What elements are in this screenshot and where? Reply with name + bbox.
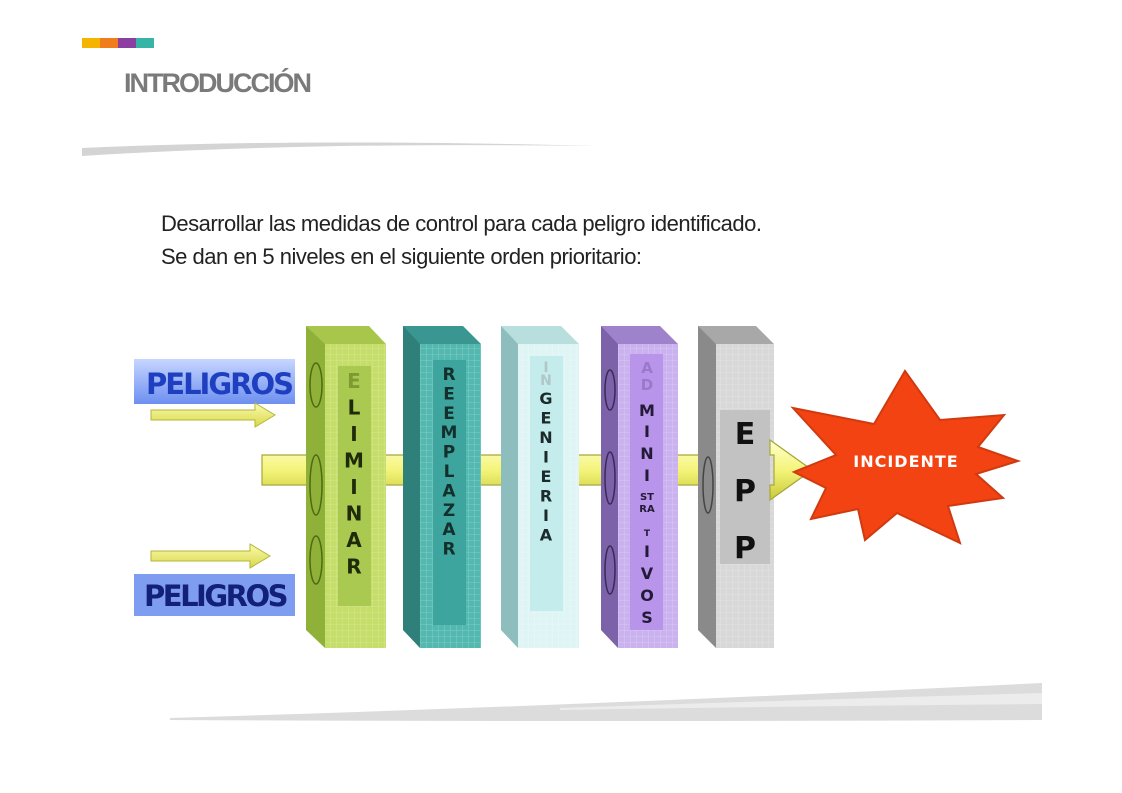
level-letter: P (734, 531, 756, 566)
level-letter: N (640, 444, 653, 463)
level-letter: I (644, 466, 650, 485)
level-letter: N (540, 373, 552, 389)
level-labels: ELIMINARREEMPLAZARINGENIERIAADMINISTRATI… (344, 359, 756, 627)
hazard-label-bottom: PELIGROS (144, 579, 287, 613)
level-letter: RA (639, 504, 655, 515)
level-letter: E (735, 417, 756, 452)
level-letter: I (543, 360, 548, 376)
level-letter: N (346, 502, 363, 526)
level-letter: P (443, 443, 455, 463)
incident-starburst (790, 369, 1022, 545)
level-letter: I (644, 542, 650, 561)
level-ingenieria (501, 326, 579, 648)
brand-swatch-purple (118, 38, 136, 48)
level-letter: I (644, 422, 650, 441)
brand-swatch-teal (136, 38, 154, 48)
level-reemplazar (403, 326, 481, 648)
level-letter: L (348, 396, 361, 420)
body-line-2: Se dan en 5 niveles en el siguiente orde… (161, 244, 642, 269)
hazard-box-bottom (134, 574, 295, 616)
level-letter: A (540, 526, 553, 545)
level-letter: R (346, 555, 361, 579)
level-letter: M (639, 401, 655, 420)
level-letter: T (644, 529, 651, 539)
slide-title: INTRODUCCIÓN (124, 68, 312, 98)
brand-swatch-yellow (82, 38, 100, 48)
level-letter: G (539, 389, 552, 408)
level-letter: ST (640, 492, 654, 503)
level-label-epp: EPP (734, 417, 756, 566)
level-letter: L (444, 462, 455, 482)
level-letter: R (442, 540, 455, 560)
level-administrativos (601, 326, 678, 648)
level-letter: M (441, 423, 458, 443)
level-letter: A (346, 528, 362, 552)
level-epp (698, 326, 774, 648)
level-eliminar (306, 326, 386, 648)
level-letter: S (641, 608, 653, 627)
footer-swoosh-light (560, 693, 1042, 710)
level-letter: R (540, 487, 552, 506)
level-letter: V (641, 564, 654, 583)
level-letter: E (443, 404, 455, 424)
level-letter: E (541, 467, 552, 486)
level-letter: E (347, 369, 361, 393)
main-flow-arrow-tip (769, 438, 814, 502)
level-letter: O (640, 586, 654, 605)
level-letter: P (734, 474, 756, 509)
level-letter: R (442, 365, 455, 385)
hazard-arrow-top (150, 402, 276, 428)
level-letter: I (543, 448, 549, 467)
level-letter: E (541, 409, 552, 428)
level-letter: D (641, 376, 653, 394)
hazard-box-top (134, 359, 295, 404)
level-letter: A (442, 481, 456, 501)
header-swoosh (82, 142, 595, 156)
brand-color-strip (82, 38, 154, 48)
level-letter: Z (443, 501, 455, 521)
level-letter: A (641, 359, 653, 377)
level-letter: N (539, 428, 552, 447)
footer-swoosh (170, 683, 1042, 721)
level-letter: E (443, 384, 455, 404)
level-letter: I (350, 422, 357, 446)
incident-label: INCIDENTE (853, 452, 958, 471)
level-letter: I (543, 506, 549, 525)
brand-swatch-orange (100, 38, 118, 48)
level-letter: A (442, 520, 456, 540)
level-letter: I (350, 475, 357, 499)
body-line-1: Desarrollar las medidas de control para … (161, 211, 762, 236)
body-text: Desarrollar las medidas de control para … (161, 207, 762, 273)
level-letter: M (344, 449, 364, 473)
hazard-label-top: PELIGROS (146, 367, 292, 401)
hazard-arrow-bottom (150, 543, 271, 569)
